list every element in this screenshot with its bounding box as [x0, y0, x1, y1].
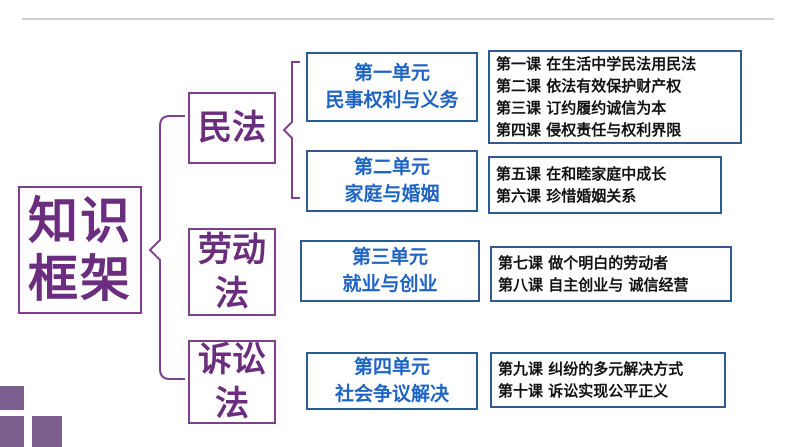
lesson-7: 第七课 做个明白的劳动者: [498, 254, 669, 272]
unit-4-subtitle: 社会争议解决: [334, 383, 449, 405]
lesson-6: 第六课 珍惜婚姻关系: [496, 187, 637, 205]
lesson-3: 第三课 订约履约诚信为本: [496, 99, 667, 117]
unit-2-lessons: 第五课 在和睦家庭中成长 第六课 珍惜婚姻关系: [488, 156, 722, 214]
lesson-9: 第九课 纠纷的多元解决方式: [498, 360, 684, 378]
unit-4-title: 第四单元: [353, 356, 430, 378]
unit-3-title: 第三单元: [351, 246, 428, 268]
unit-3-subtitle: 就业与创业: [342, 273, 438, 295]
lesson-10: 第十课 诉讼实现公平正义: [498, 382, 669, 400]
unit-1-lessons: 第一课 在生活中学民法用民法 第二课 依法有效保护财产权 第三课 订约履约诚信为…: [488, 50, 742, 144]
lesson-2: 第二课 依法有效保护财产权: [496, 77, 682, 95]
category-minfa-label: 民法: [198, 108, 266, 148]
lesson-1: 第一课 在生活中学民法用民法: [496, 55, 697, 73]
root-node: 知识 框架: [18, 186, 142, 314]
decor-square-3: [32, 416, 62, 447]
top-divider: [22, 18, 774, 20]
unit-1-subtitle: 民事权利与义务: [325, 89, 459, 111]
unit-2: 第二单元 家庭与婚姻: [306, 150, 478, 212]
unit-2-title: 第二单元: [353, 156, 430, 178]
unit-2-subtitle: 家庭与婚姻: [344, 183, 440, 205]
unit-3: 第三单元 就业与创业: [300, 240, 480, 302]
minfa-brace: [282, 61, 300, 199]
decor-square-2: [0, 416, 24, 447]
category-susongfa-line2: 法: [215, 384, 249, 424]
category-minfa: 民法: [188, 92, 276, 164]
unit-1: 第一单元 民事权利与义务: [306, 52, 478, 122]
category-laodongfa-line2: 法: [215, 274, 249, 314]
category-susongfa: 诉讼 法: [188, 340, 276, 424]
decor-square-1: [0, 386, 24, 410]
root-line2: 框架: [28, 250, 132, 308]
category-laodongfa-line1: 劳动: [198, 230, 266, 270]
unit-3-lessons: 第七课 做个明白的劳动者 第八课 自主创业与 诚信经营: [490, 246, 732, 302]
unit-4: 第四单元 社会争议解决: [306, 352, 478, 410]
root-brace: [148, 115, 185, 380]
unit-4-lessons: 第九课 纠纷的多元解决方式 第十课 诉讼实现公平正义: [490, 352, 726, 408]
category-laodongfa: 劳动 法: [188, 228, 276, 316]
lesson-8: 第八课 自主创业与 诚信经营: [498, 276, 689, 294]
category-susongfa-line1: 诉讼: [198, 340, 266, 380]
unit-1-title: 第一单元: [353, 62, 430, 84]
lesson-4: 第四课 侵权责任与权利界限: [496, 121, 682, 139]
lesson-5: 第五课 在和睦家庭中成长: [496, 165, 667, 183]
root-line1: 知识: [28, 192, 132, 250]
